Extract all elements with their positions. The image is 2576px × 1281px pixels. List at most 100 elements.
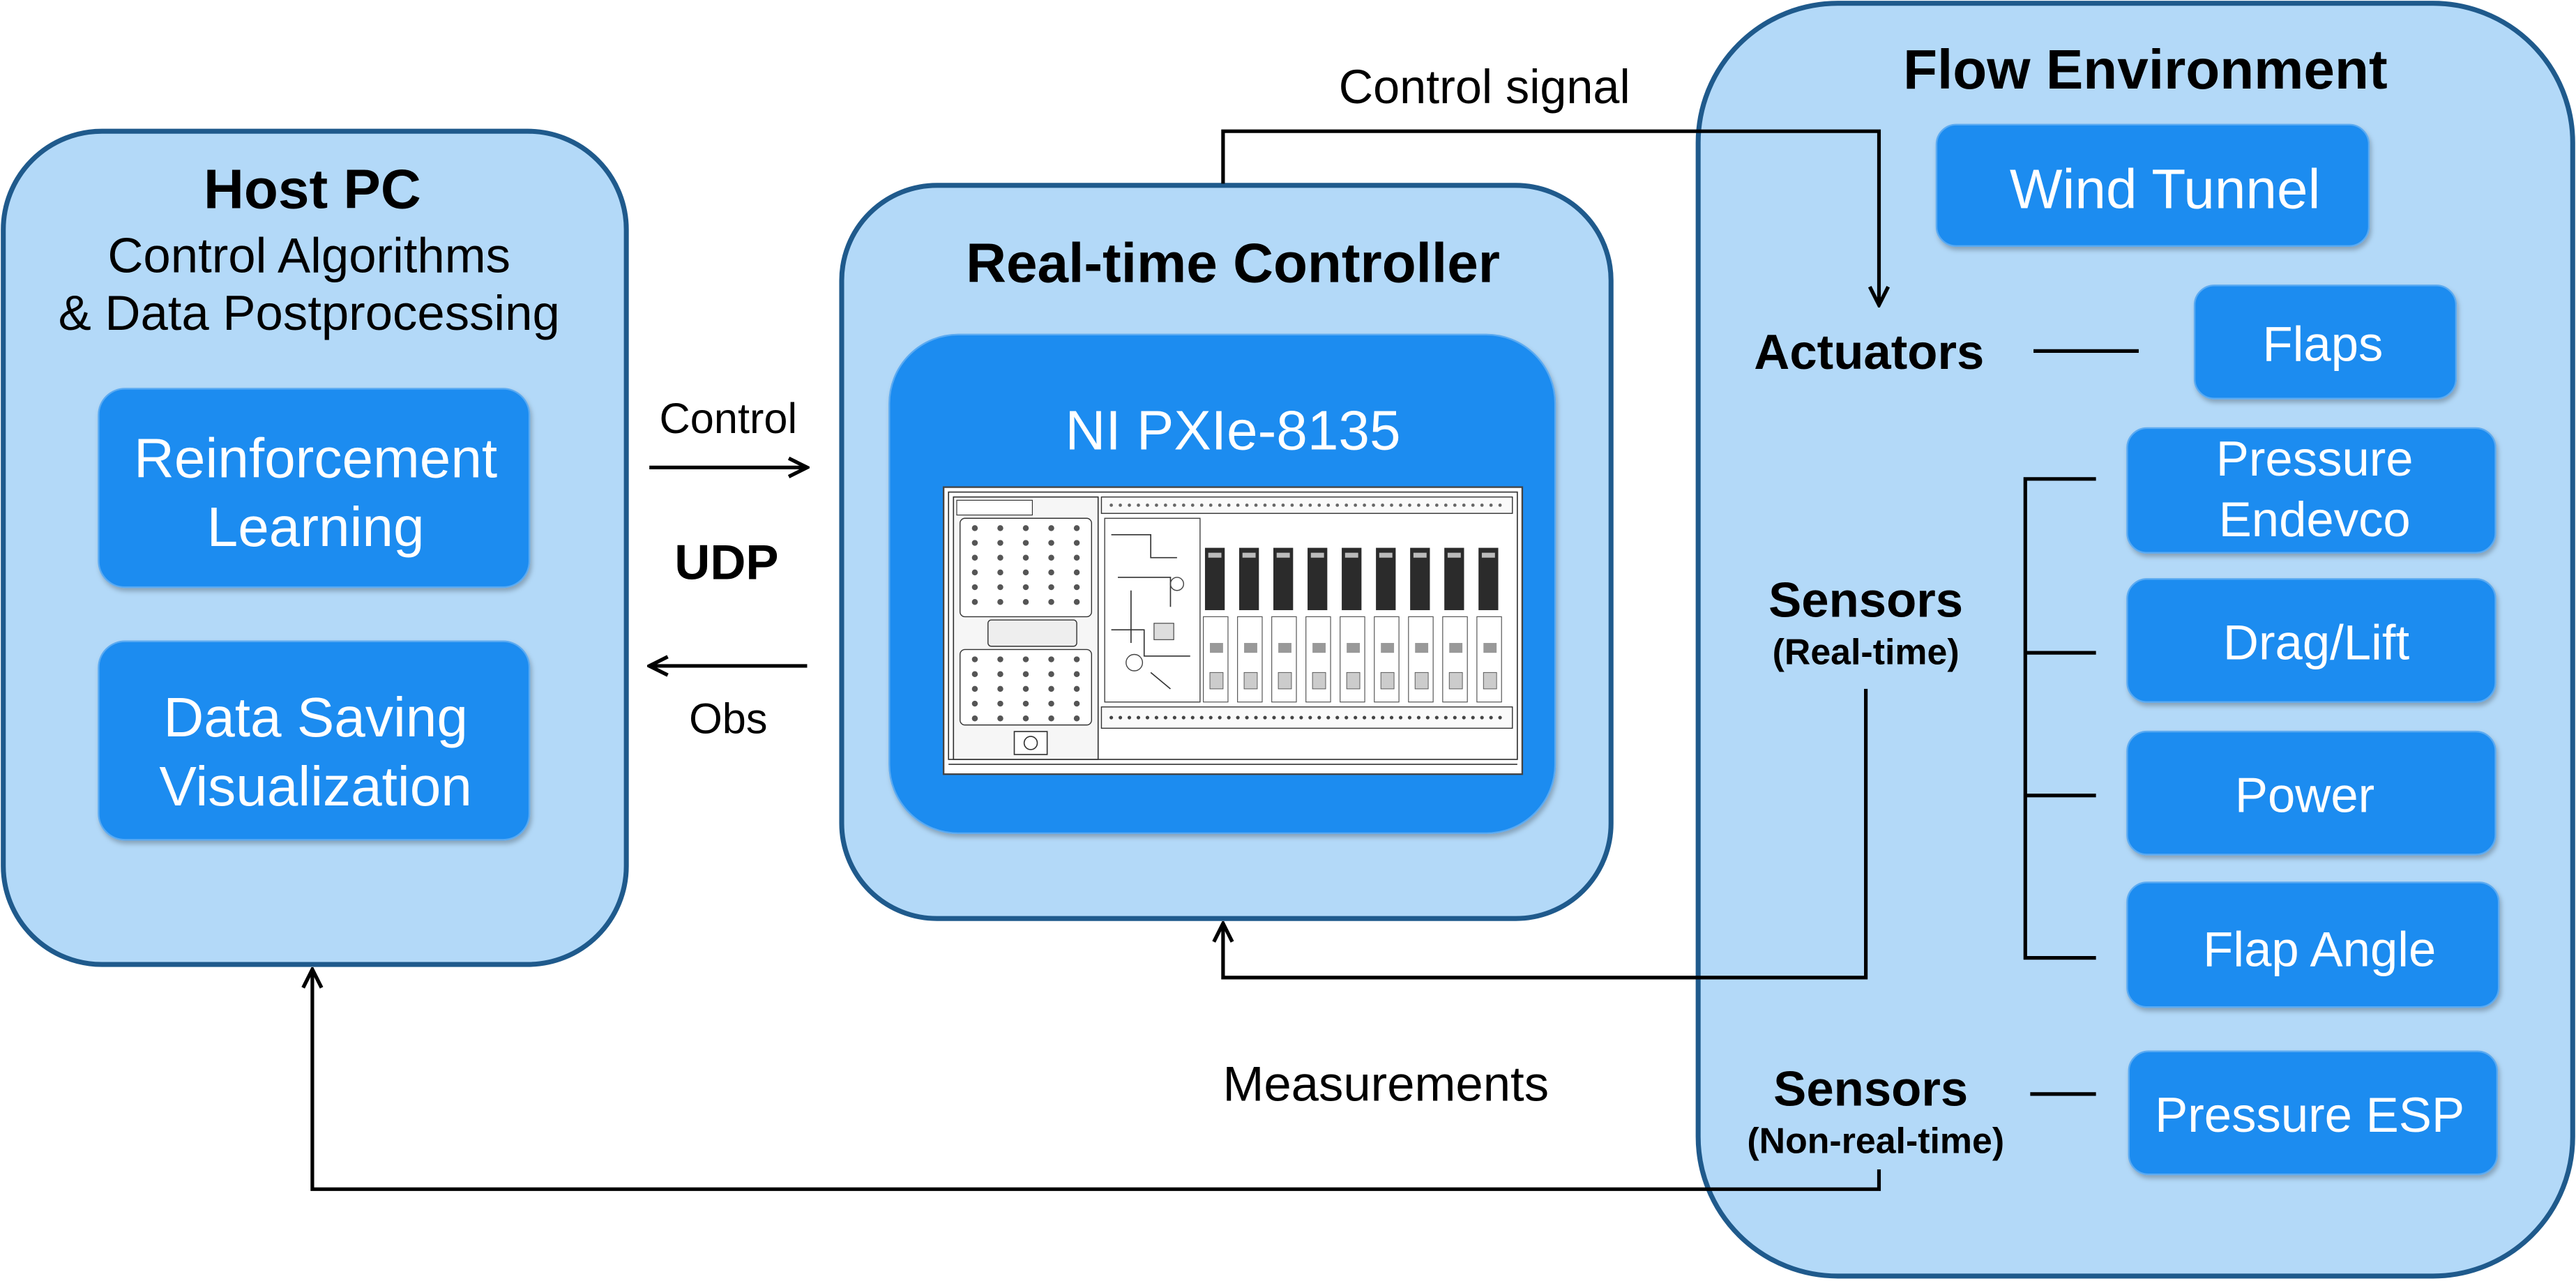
upper-io-panel [959,517,1093,618]
module-handle [987,619,1077,647]
io-port-dot [997,671,1003,677]
flow-environment-panel: Flow Environment Wind Tunnel Actuators F… [1695,1,2575,1279]
rail-hole [1326,503,1331,507]
io-port-dot [997,656,1003,662]
rail-hole [1453,715,1457,720]
real-time-controller-panel: Real-time Controller NI PXIe-8135 [839,183,1614,921]
module-component [1244,643,1257,653]
connector-pin [1344,552,1358,558]
backplane-connector [1238,547,1259,610]
rail-hole [1299,503,1303,507]
io-port-dot [971,715,978,722]
wind-tunnel-block-background [1935,123,2370,247]
connector-pin [1481,552,1495,558]
rail-hole [1290,503,1294,507]
host-pc-subtitle-line2: & Data Postprocessing [59,285,560,340]
io-port-dot [997,540,1003,546]
reinforcement-learning-block-background [98,388,531,589]
io-port-dot [971,584,978,591]
rail-hole [1462,715,1466,720]
rail-hole [1471,715,1475,720]
rail-hole [1263,503,1267,507]
module-component [1209,672,1224,690]
power-block-background [2126,730,2497,856]
rail-hole [1281,715,1285,720]
data-saving-block: Data Saving Visualization [98,640,531,841]
pxi-chassis-image [942,486,1524,775]
rail-hole [1118,715,1123,720]
rail-hole [1390,503,1393,507]
rail-hole [1335,503,1340,507]
module-component [1414,672,1429,690]
io-port-dot [1048,656,1054,662]
drag-lift-block: Drag/Lift [2126,578,2497,703]
io-port-dot [1073,671,1080,677]
rail-hole [1308,715,1312,720]
realtime-measurements-arrow [1223,688,1868,980]
power-label: Power [2235,767,2374,822]
rail-hole [1227,715,1231,720]
rail-hole [1119,503,1122,507]
pressure-esp-block-background [2128,1050,2499,1176]
pressure-endevco-line2: Endevco [2219,492,2411,547]
rail-hole [1190,715,1195,720]
board-chip [1153,623,1174,640]
rail-hole [1164,503,1167,507]
rail-hole [1317,503,1321,507]
control-signal-label: Control signal [1339,61,1630,114]
rail-hole [1498,503,1502,507]
sensors-realtime-bracket [2023,477,2096,960]
io-port-dot [1022,525,1029,531]
backplane-connector [1376,547,1396,610]
module-component [1312,643,1326,653]
module-component [1415,643,1429,653]
rail-hole [1489,715,1493,720]
drag-lift-block-background [2126,578,2497,703]
io-port-dot [1073,685,1080,692]
connector-pin [1447,552,1461,558]
io-port-dot [971,598,978,605]
rail-hole [1389,715,1394,720]
rail-hole [1272,715,1276,720]
rail-hole [1128,503,1131,507]
rail-hole [1136,715,1141,720]
measurements-label: Measurements [1222,1056,1549,1111]
backplane-connector [1308,547,1328,610]
io-port-dot [997,700,1003,707]
sensors-realtime-label: Sensors [1768,572,1963,627]
rail-hole [1281,503,1285,507]
rail-hole [1426,503,1430,507]
io-port-dot [1022,671,1029,677]
sensors-realtime-sublabel: (Real-time) [1773,632,1960,672]
flaps-block-background [2193,285,2457,400]
backplane-connector [1444,547,1464,610]
backplane-connector [1478,547,1499,610]
flap-angle-block-background [2126,881,2500,1008]
module-component [1210,643,1223,653]
io-port-dot [997,569,1003,576]
rail-hole [1181,503,1185,507]
rail-hole [1417,503,1420,507]
io-port-dot [1048,685,1054,692]
chassis-details [971,503,1502,722]
io-port-dot [1073,715,1080,722]
rail-hole [1245,715,1249,720]
rail-hole [1155,503,1158,507]
io-port-dot [971,685,978,692]
rail-hole [1308,503,1312,507]
rail-hole [1453,503,1457,507]
signal-lines: Control signal Measurements [312,61,1879,1191]
data-saving-line1: Data Saving [163,686,468,748]
io-port-dot [971,656,978,662]
io-port-dot [1048,700,1054,707]
connector-pin [1242,552,1256,558]
io-port-dot [997,685,1003,692]
rail-hole [1425,715,1430,720]
rail-hole [1335,715,1340,720]
udp-link: Control UDP Obs [649,395,807,742]
rail-hole [1181,715,1185,720]
io-port-dot [971,525,978,531]
rail-hole [1209,503,1213,507]
rail-hole [1471,503,1475,507]
module-component [1380,672,1395,690]
